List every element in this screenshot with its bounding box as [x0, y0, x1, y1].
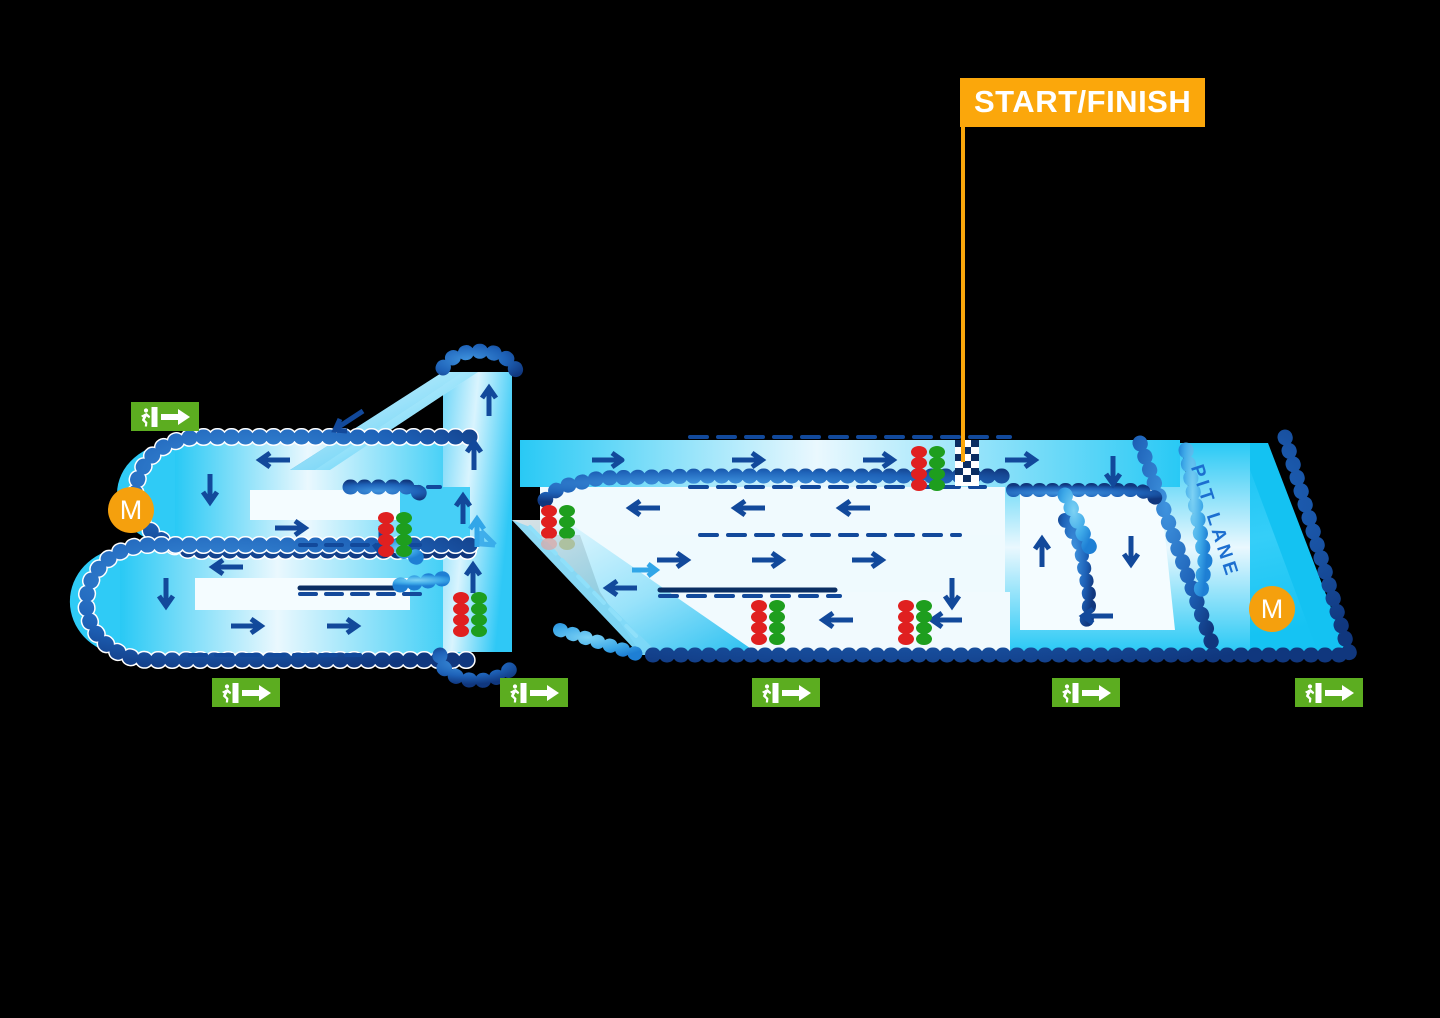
signal-start-line [911, 446, 945, 491]
running-person-icon [139, 405, 159, 428]
running-person-icon [1060, 681, 1080, 704]
signal-low-right [898, 600, 932, 645]
tire-barrier-group [77, 343, 1361, 689]
marshal-post-left[interactable]: M [108, 487, 154, 533]
start-finish-line [955, 440, 979, 486]
exit-arrow-icon [242, 684, 272, 701]
exit-arrow-icon [782, 684, 812, 701]
track-left-upper-infield [250, 490, 400, 520]
arrow-down-group [156, 456, 1141, 611]
signal-low-left [453, 592, 487, 637]
exit-sign-bottom-4[interactable] [1052, 678, 1120, 707]
barrier-left-lower-outer-beads [78, 537, 478, 668]
exit-sign-top-left[interactable] [131, 402, 199, 431]
barrier-right-outer [632, 429, 1361, 663]
barrier-pit-lane-inner [1132, 435, 1223, 660]
track-ramp-upper-fill [290, 372, 478, 470]
track-hairpin-lower-left [69, 548, 120, 655]
exit-arrow-icon [530, 684, 560, 701]
exit-arrow-icon [1325, 684, 1355, 701]
signal-mid-left [378, 512, 412, 557]
exit-sign-bottom-3[interactable] [752, 678, 820, 707]
barrier-right-hook-beads2 [1057, 487, 1098, 556]
track-ramp-lower-edge [512, 520, 660, 655]
exit-arrow-icon [1082, 684, 1112, 701]
exit-sign-bottom-1[interactable] [212, 678, 280, 707]
track-right-infield [1020, 488, 1175, 630]
arrow-accent-group [467, 514, 661, 578]
track-center-lower [580, 535, 1005, 592]
barrier-bridge-bottom [432, 647, 523, 689]
arrow-up-group [453, 383, 1052, 593]
signal-low-center [751, 600, 785, 645]
arrow-left-group [208, 450, 1113, 630]
start-finish-label: START/FINISH [960, 78, 1206, 127]
exit-arrow-icon [161, 408, 191, 425]
barrier-center-infield [537, 468, 1018, 508]
running-person-icon [1303, 681, 1323, 704]
barrier-connector-a [342, 479, 438, 508]
running-person-icon [220, 681, 240, 704]
arrow-right-group [231, 450, 1040, 636]
barrier-ramp-lower-bottom [553, 623, 647, 662]
barrier-bridge-top [435, 343, 524, 388]
pit-lane-surface-outer [1240, 443, 1348, 652]
direction-arrow-group [156, 383, 1141, 636]
running-person-icon [508, 681, 528, 704]
barrier-right-hook-beads [1178, 442, 1213, 608]
exit-sign-bottom-2[interactable] [500, 678, 568, 707]
running-person-icon [760, 681, 780, 704]
exit-sign-bottom-5[interactable] [1295, 678, 1363, 707]
track-return-straight [540, 487, 1005, 535]
marshal-post-right[interactable]: M [1249, 586, 1295, 632]
signal-mid-center [541, 505, 575, 550]
arrow-ramp-diagonal [331, 408, 365, 434]
